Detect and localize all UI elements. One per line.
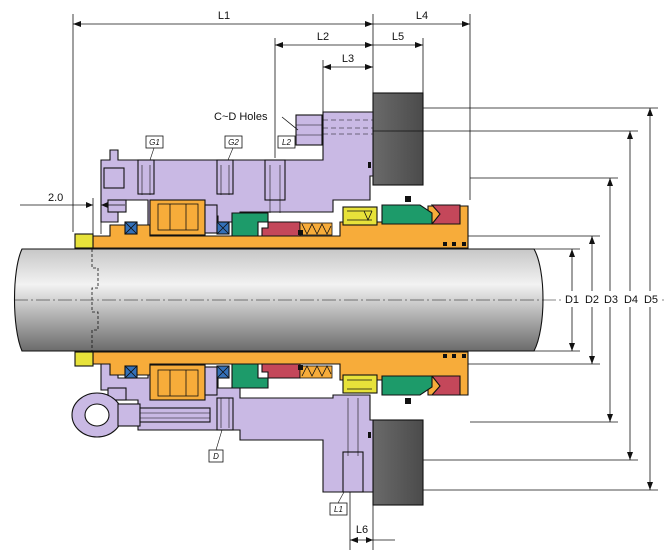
setting-clip-top	[103, 167, 125, 189]
port-g1	[137, 159, 155, 195]
dim-d3-label: D3	[604, 294, 618, 306]
dim-d1-label: D1	[565, 294, 579, 306]
rotating-face-top	[261, 221, 301, 237]
springs	[299, 222, 333, 379]
outboard-seal-bottom	[381, 375, 433, 396]
sleeve-top	[92, 205, 469, 249]
outboard-seal-top	[381, 204, 433, 225]
drive-collar-bottom	[74, 351, 94, 367]
port-l2	[264, 159, 286, 213]
dim-l3-label: L3	[342, 53, 354, 65]
dim-l2-label: L2	[317, 31, 329, 43]
bearing-top	[149, 199, 206, 236]
dim-l1-label: L1	[218, 10, 230, 22]
sleeve-ports	[443, 242, 466, 358]
port-l1-text: L1	[334, 505, 343, 514]
port-d-text: D	[213, 452, 219, 461]
dim-d2-label: D2	[585, 294, 599, 306]
drive-collar-top	[74, 233, 94, 249]
bearing-bottom	[149, 364, 206, 401]
stationary-face-top	[231, 212, 269, 237]
port-label-g1: G1	[145, 135, 164, 161]
port-label-l2: L2	[277, 135, 296, 149]
port-g2	[216, 159, 234, 195]
port-g2-text: G2	[228, 138, 239, 147]
port-label-d: D	[208, 429, 224, 463]
dim-gap-label: 2.0	[48, 192, 63, 204]
gland-bolt-head	[295, 114, 323, 146]
pump-housing-bottom	[372, 419, 424, 506]
port-label-g2: G2	[224, 135, 243, 161]
o-rings-blue	[124, 221, 230, 379]
dim-l6-label: L6	[356, 524, 368, 536]
pump-housing-top	[372, 92, 424, 186]
dim-d5-label: D5	[644, 294, 658, 306]
port-l1	[342, 398, 364, 493]
sleeve-bottom	[92, 351, 469, 396]
drive-key-top	[342, 206, 378, 226]
dim-l4-label: L4	[416, 10, 428, 22]
port-label-l1: L1	[329, 491, 348, 516]
dim-l5-label: L5	[392, 31, 404, 43]
drive-key-bottom	[342, 374, 378, 394]
dim-d4-label: D4	[624, 294, 638, 306]
callout-holes: C~D Holes	[214, 111, 268, 123]
port-g1-text: G1	[149, 138, 160, 147]
port-l2-text: L2	[282, 138, 291, 147]
rotating-face-bottom	[261, 363, 301, 379]
eye-bolt	[71, 392, 211, 438]
port-d	[216, 397, 234, 431]
